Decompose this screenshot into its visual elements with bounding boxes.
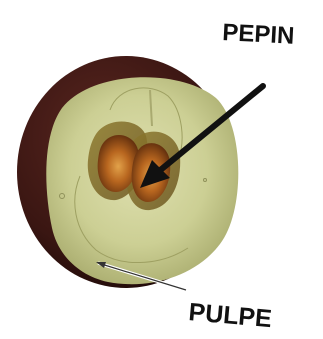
pulp-label: PULPE [187, 298, 272, 333]
seed-label: PEPIN [222, 19, 295, 50]
